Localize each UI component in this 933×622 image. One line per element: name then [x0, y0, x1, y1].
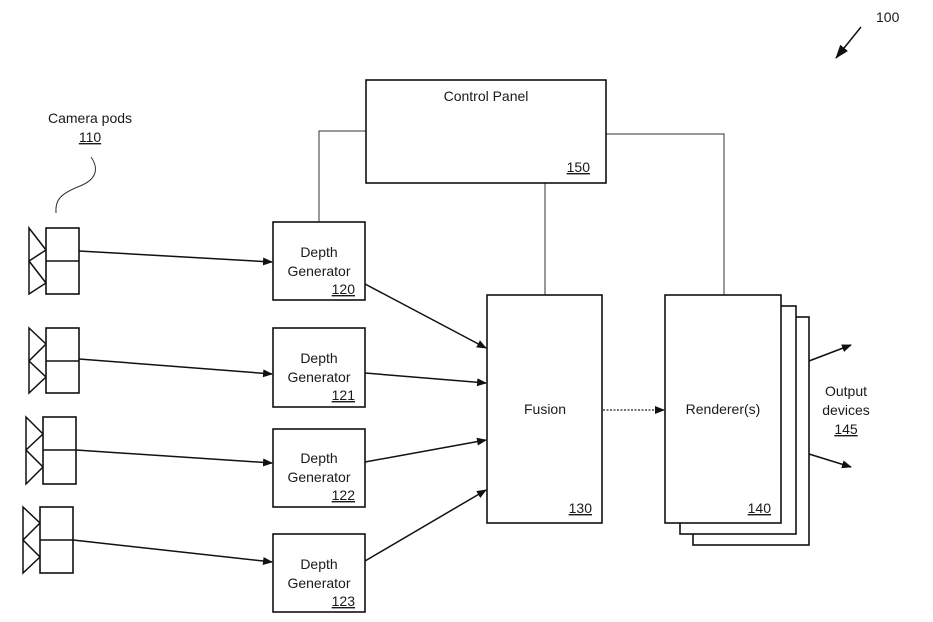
renderer-label: Renderer(s) — [686, 401, 761, 417]
camera-lens-icon — [27, 225, 48, 296]
depth-generator-box — [272, 327, 366, 408]
renderer-box-front — [664, 294, 782, 524]
figure-ref-label: 100 — [876, 9, 900, 25]
camera-lens-icon — [27, 326, 48, 395]
arrow-output-lower — [808, 453, 852, 469]
output-devices-label-line1: Output — [825, 383, 867, 399]
output-devices-ref: 145 — [834, 421, 858, 437]
camera-pods-ref: 110 — [79, 129, 102, 145]
output-devices-label-group: Output devices 145 — [822, 383, 869, 437]
depth-generator-ref: 122 — [332, 487, 356, 503]
fusion-ref: 130 — [569, 500, 593, 516]
arrow-dg121-to-fusion — [364, 372, 487, 387]
link-control-to-renderer — [606, 133, 725, 295]
camera-lens-icon — [21, 505, 42, 575]
camera-pod-1 — [27, 225, 80, 296]
link-control-to-dg120 — [318, 130, 366, 222]
control-panel-block: Control Panel 150 — [365, 79, 607, 184]
figure-pointer-arrow — [835, 26, 862, 59]
arrow-camera3-to-dg122 — [75, 449, 273, 467]
camera-pods-leader-line — [55, 156, 96, 214]
camera-pods-label: Camera pods — [48, 110, 132, 126]
depth-generator-label-line1: Depth — [300, 450, 337, 466]
depth-generator-label-line1: Depth — [300, 556, 337, 572]
control-panel-ref: 150 — [567, 159, 591, 175]
depth-generator-label-line2: Generator — [287, 263, 350, 279]
depth-generator-label-line1: Depth — [300, 244, 337, 260]
depth-generator-box — [272, 428, 366, 508]
control-panel-label: Control Panel — [444, 88, 529, 104]
depth-generator-box — [272, 533, 366, 613]
arrow-camera1-to-dg120 — [78, 250, 273, 266]
fusion-box — [486, 294, 603, 524]
fusion-block: Fusion 130 — [486, 294, 603, 524]
output-devices-label-line2: devices — [822, 402, 869, 418]
arrow-camera2-to-dg121 — [78, 358, 273, 378]
depth-generator-box — [272, 221, 366, 301]
arrow-dg123-to-fusion — [364, 489, 487, 562]
depth-generator-label-line2: Generator — [287, 469, 350, 485]
camera-pods-label-group: Camera pods 110 — [48, 110, 132, 214]
depth-generator-121: Depth Generator 121 — [272, 327, 366, 408]
arrow-output-upper — [808, 344, 852, 362]
renderer-stack: Renderer(s) 140 — [664, 294, 810, 546]
camera-pod-3 — [24, 415, 77, 486]
arrow-camera4-to-dg123 — [72, 539, 273, 565]
arrow-dg120-to-fusion — [364, 283, 487, 349]
depth-generator-label-line1: Depth — [300, 350, 337, 366]
depth-generator-122: Depth Generator 122 — [272, 428, 366, 508]
camera-pod-2 — [27, 326, 80, 395]
depth-generator-ref: 120 — [332, 281, 356, 297]
depth-generator-123: Depth Generator 123 — [272, 533, 366, 613]
camera-lens-icon — [24, 415, 45, 486]
control-panel-box — [365, 79, 607, 184]
renderer-ref: 140 — [748, 500, 772, 516]
depth-generator-ref: 123 — [332, 593, 356, 609]
depth-generator-ref: 121 — [332, 387, 356, 403]
camera-pod-4 — [21, 505, 74, 575]
arrow-dg122-to-fusion — [364, 437, 487, 463]
depth-generator-label-line2: Generator — [287, 369, 350, 385]
depth-generator-label-line2: Generator — [287, 575, 350, 591]
figure-reference: 100 — [835, 9, 900, 59]
fusion-label: Fusion — [524, 401, 566, 417]
depth-generator-120: Depth Generator 120 — [272, 221, 366, 301]
